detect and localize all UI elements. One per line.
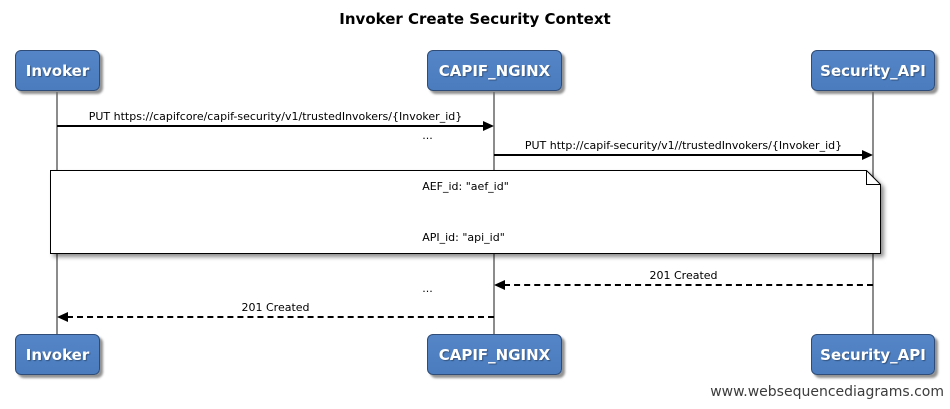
- actor-label: CAPIF_NGINX: [438, 345, 551, 364]
- actor-label: Security_API: [820, 345, 926, 364]
- actor-box-invoker-top: Invoker: [15, 50, 100, 91]
- actor-box-capif-nginx-bottom: CAPIF_NGINX: [427, 334, 562, 375]
- actor-box-invoker-bottom: Invoker: [15, 334, 100, 375]
- websequencediagrams-watermark: www.websequencediagrams.com: [710, 384, 944, 400]
- arrowhead-left-icon: [494, 280, 505, 290]
- note-line: ...: [422, 129, 433, 142]
- note-box: [50, 170, 881, 254]
- message-line-put-capifcore: [57, 125, 484, 127]
- message-label-201-created-security: 201 Created: [649, 269, 718, 282]
- arrowhead-left-icon: [57, 312, 68, 322]
- note-line: ...: [422, 282, 433, 295]
- arrowhead-right-icon: [483, 121, 494, 131]
- diagram-title: Invoker Create Security Context: [339, 10, 611, 28]
- message-label-201-created-invoker: 201 Created: [241, 301, 310, 314]
- arrowhead-right-icon: [862, 150, 873, 160]
- note-dogear-icon: [866, 170, 881, 185]
- note-line: API_id: "api_id": [422, 231, 505, 244]
- actor-label: Security_API: [820, 61, 926, 80]
- message-label-put-capifcore: PUT https://capifcore/capif-security/v1/…: [88, 110, 463, 123]
- actor-label: Invoker: [25, 61, 90, 80]
- note-line: AEF_id: "aef_id": [422, 180, 509, 193]
- message-line-put-capif-security: [494, 154, 863, 156]
- actor-label: CAPIF_NGINX: [438, 61, 551, 80]
- message-label-put-capif-security: PUT http://capif-security/v1//trustedInv…: [524, 139, 843, 152]
- note-text-block: ... AEF_id: "aef_id" API_id: "api_id" ..…: [50, 129, 881, 295]
- actor-box-security-api-bottom: Security_API: [811, 334, 935, 375]
- actor-label: Invoker: [25, 345, 90, 364]
- actor-box-capif-nginx-top: CAPIF_NGINX: [427, 50, 562, 91]
- message-line-201-created-invoker: [67, 316, 494, 318]
- message-line-201-created-security: [504, 284, 873, 286]
- actor-box-security-api-top: Security_API: [811, 50, 935, 91]
